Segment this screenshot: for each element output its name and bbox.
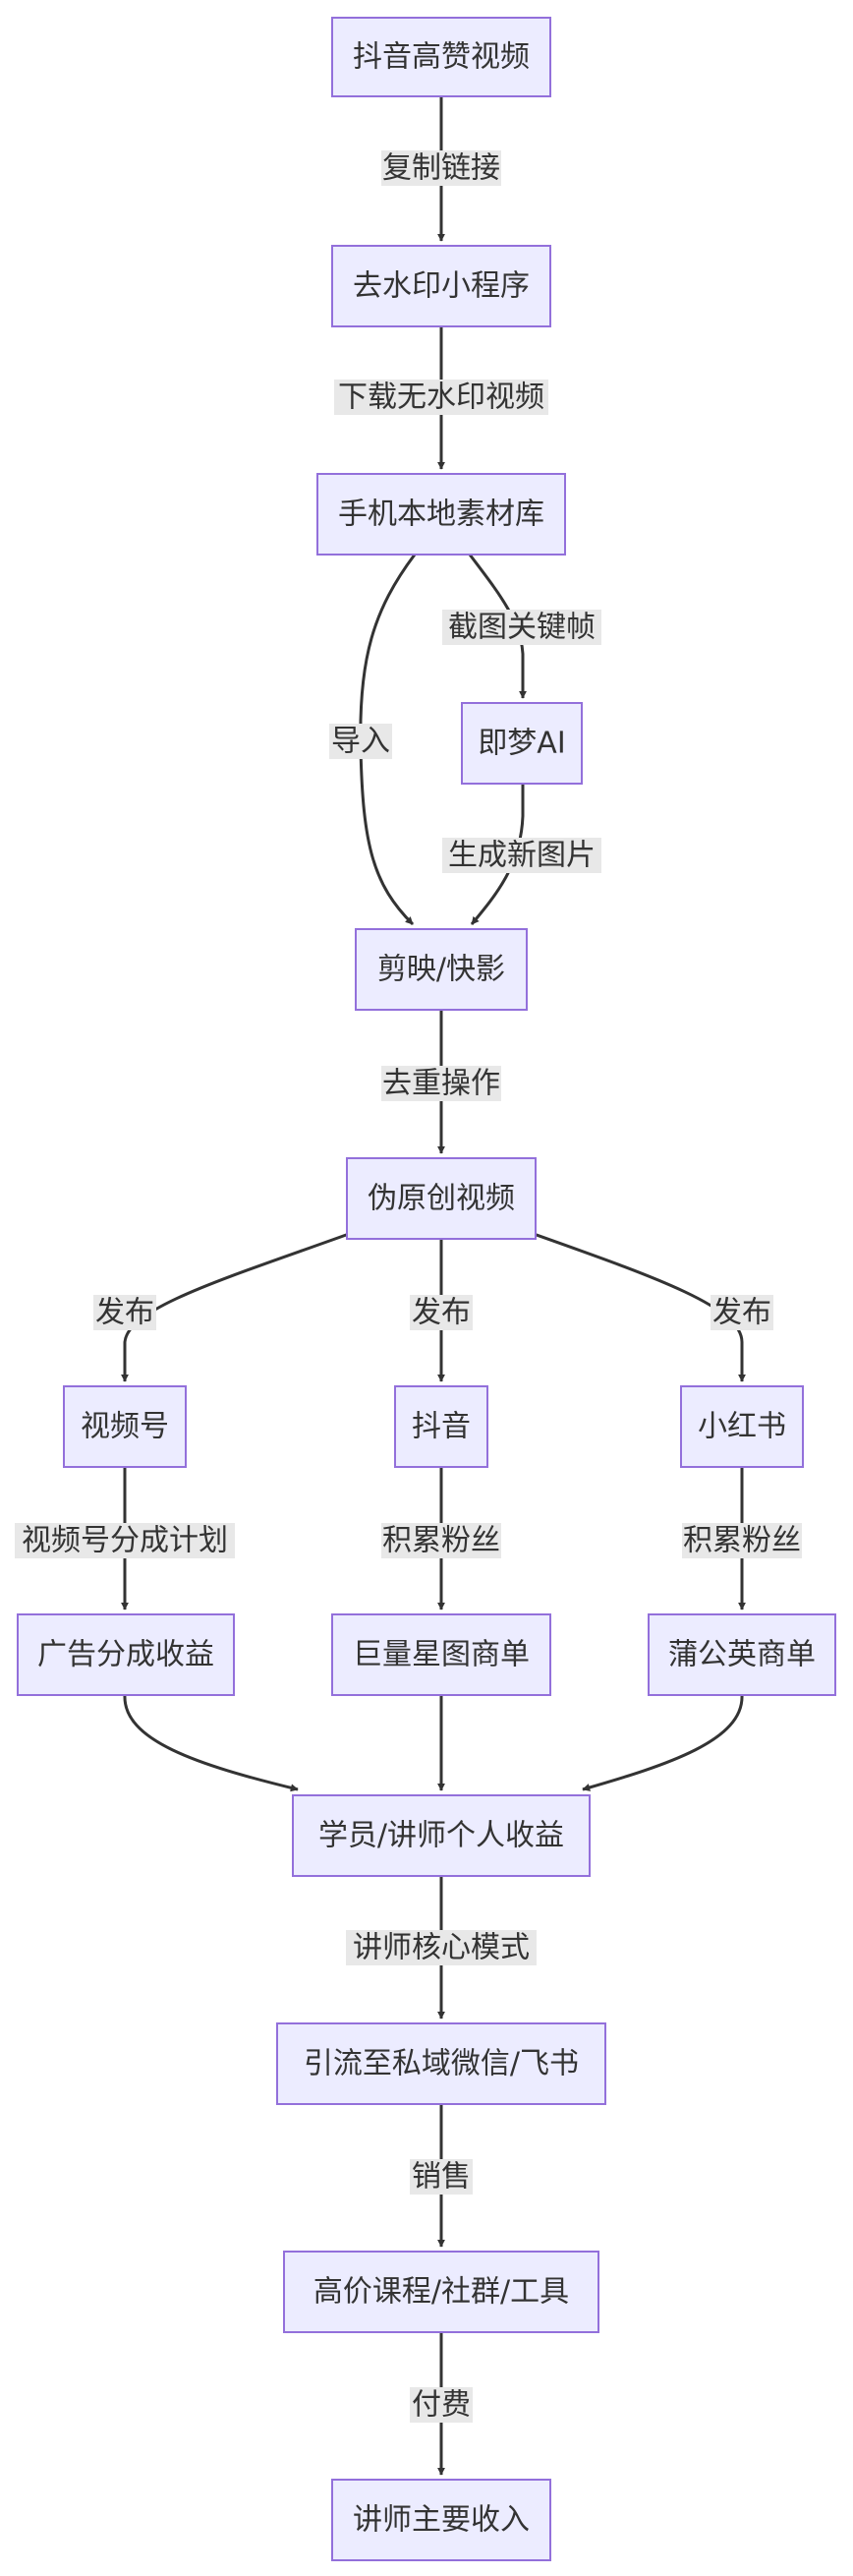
node-main-income: 讲师主要收入 [331,2479,551,2561]
edge-label-text: 讲师核心模式 [353,1931,530,1965]
node-label: 抖音高赞视频 [353,40,530,75]
node-xiaohongshu: 小红书 [680,1385,804,1468]
node-local-material-library: 手机本地素材库 [316,473,566,556]
node-label: 高价课程/社群/工具 [313,2275,569,2310]
edge-label-dedupe: 去重操作 [381,1066,501,1101]
node-premium-products: 高价课程/社群/工具 [283,2251,599,2333]
node-douyin-hot-videos: 抖音高赞视频 [331,17,551,97]
edge-pseudo-original-to-channels [121,1232,350,1382]
edge-label-text: 付费 [412,2388,471,2423]
edge-label-publish-xhs: 发布 [711,1295,773,1330]
edge-label-generate: 生成新图片 [442,838,601,873]
edge-label-text: 销售 [412,2160,471,2195]
edge-label-publish-channels: 发布 [93,1295,156,1330]
edge-label-text: 视频号分成计划 [22,1524,228,1558]
edge-labels: 复制链接 下载无水印视频 导入 截图关键帧 生成新图片 去重操作 发布 发布 [15,150,802,2423]
edge-label-text: 积累粉丝 [683,1524,801,1558]
edge-local-library-to-jimeng [468,554,527,699]
node-label: 剪映/快影 [377,953,505,987]
edge-label-import: 导入 [329,724,392,759]
node-label: 学员/讲师个人收益 [318,1819,564,1853]
edge-label-text: 去重操作 [382,1067,500,1101]
node-label: 去水印小程序 [353,269,530,304]
edge-ad-share-to-personal-income [123,1694,299,1792]
edge-label-screenshot: 截图关键帧 [442,610,601,645]
edge-label-copy-link: 复制链接 [381,150,501,186]
node-label: 手机本地素材库 [338,498,544,532]
edge-label-text: 发布 [95,1296,154,1330]
node-private-domain-traffic: 引流至私域微信/飞书 [276,2022,606,2105]
node-jimeng-ai: 即梦AI [461,702,583,785]
edge-label-channels-plan: 视频号分成计划 [15,1523,235,1558]
node-personal-income: 学员/讲师个人收益 [292,1794,591,1877]
node-label: 视频号 [81,1410,169,1444]
node-pugongying-commercial-orders: 蒲公英商单 [648,1613,836,1696]
edge-label-publish-douyin: 发布 [410,1295,473,1330]
edge-label-text: 发布 [412,1296,471,1330]
edge-jimeng-to-jianying [470,784,525,925]
node-label: 巨量星图商单 [353,1638,530,1672]
node-label: 小红书 [698,1410,786,1444]
edges [121,96,746,2476]
node-jianying-kuaiying: 剪映/快影 [355,928,528,1011]
node-label: 伪原创视频 [368,1182,515,1216]
node-label: 蒲公英商单 [668,1638,816,1672]
edge-label-fans-xhs: 积累粉丝 [682,1523,802,1558]
node-label: 讲师主要收入 [353,2503,530,2538]
nodes: 抖音高赞视频 去水印小程序 手机本地素材库 即梦AI 剪映/快影 伪原创视频 视… [17,17,836,2561]
edge-label-text: 复制链接 [382,151,500,186]
edge-label-text: 导入 [331,725,390,759]
node-label: 抖音 [412,1410,471,1444]
edge-pugongying-to-personal-income [582,1694,744,1791]
node-label: 广告分成收益 [37,1638,214,1672]
edge-label-text: 生成新图片 [448,839,596,873]
node-wechat-channels: 视频号 [63,1385,187,1468]
node-pseudo-original-video: 伪原创视频 [346,1157,537,1240]
edge-label-fans-douyin: 积累粉丝 [381,1523,501,1558]
edge-label-pay: 付费 [410,2387,473,2423]
node-label: 即梦AI [478,727,565,761]
edge-label-text: 下载无水印视频 [338,381,544,415]
edge-label-download: 下载无水印视频 [334,380,548,415]
edge-label-sell: 销售 [410,2159,473,2195]
node-xingtu-commercial-orders: 巨量星图商单 [331,1613,551,1696]
node-douyin: 抖音 [394,1385,488,1468]
edge-pseudo-original-to-xiaohongshu [533,1232,746,1382]
edge-label-text: 积累粉丝 [382,1524,500,1558]
node-ad-revenue-share: 广告分成收益 [17,1613,235,1696]
edge-label-core-model: 讲师核心模式 [346,1930,537,1965]
node-label: 引流至私域微信/飞书 [304,2047,579,2081]
edge-label-text: 发布 [712,1296,771,1330]
edge-label-text: 截图关键帧 [448,611,596,645]
node-watermark-removal-tool: 去水印小程序 [331,245,551,327]
